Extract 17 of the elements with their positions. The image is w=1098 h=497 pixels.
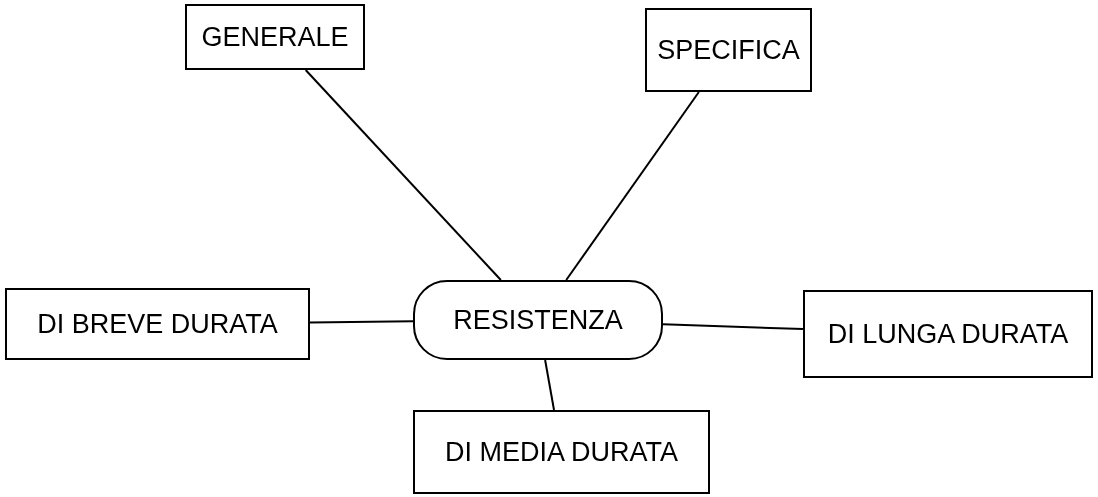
node-label: DI LUNGA DURATA xyxy=(827,318,1069,350)
rounded-node xyxy=(413,280,663,360)
concept-box xyxy=(5,288,310,360)
connector-line xyxy=(304,69,502,281)
node-label: SPECIFICA xyxy=(657,34,800,66)
concept-box xyxy=(413,410,710,494)
concept-box xyxy=(185,4,365,70)
node-label: DI BREVE DURATA xyxy=(37,308,278,340)
concept-box xyxy=(803,290,1093,378)
concept-box xyxy=(645,8,812,92)
node-label: RESISTENZA xyxy=(453,304,623,336)
connector-line xyxy=(309,320,414,324)
node-label: GENERALE xyxy=(201,21,349,53)
connector-line xyxy=(662,323,804,331)
connector-line xyxy=(544,359,555,411)
connector-line xyxy=(565,91,700,281)
node-label: DI MEDIA DURATA xyxy=(445,436,678,468)
